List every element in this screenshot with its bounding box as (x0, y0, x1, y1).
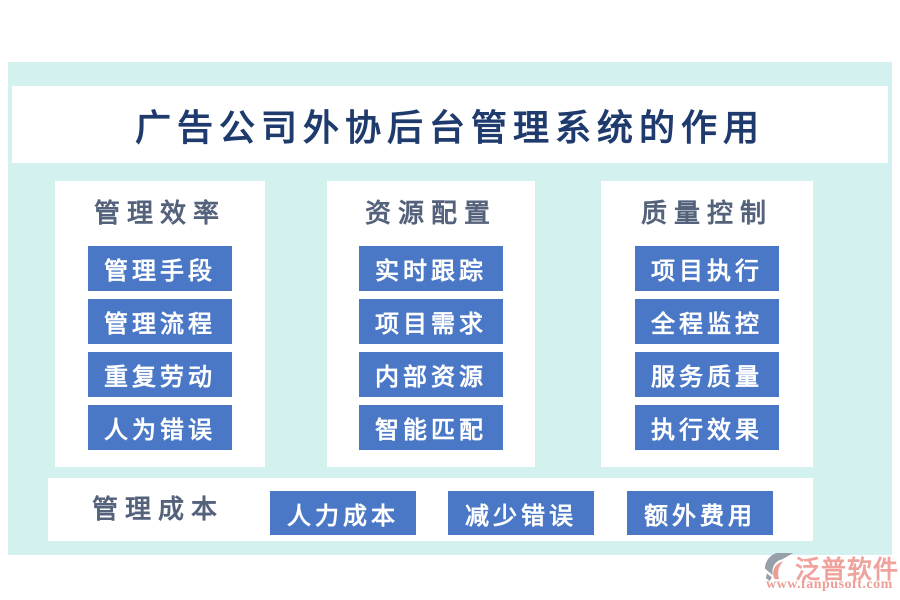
group-header-quality-control: 质量控制 (640, 199, 773, 228)
chip-intelligent-matching: 智能匹配 (359, 405, 503, 450)
panel-management-cost: 管理成本 人力成本 减少错误 额外费用 (48, 478, 813, 541)
chip-error-reduction: 减少错误 (448, 491, 594, 535)
page-title: 广告公司外协后台管理系统的作用 (134, 107, 765, 148)
fanpu-logo-icon (764, 552, 795, 583)
group-header-resource-allocation: 资源配置 (364, 199, 497, 228)
chip-management-process: 管理流程 (88, 299, 232, 344)
chip-project-execution: 项目执行 (635, 246, 779, 291)
chip-realtime-tracking: 实时跟踪 (359, 246, 503, 291)
chip-repetitive-labor: 重复劳动 (88, 352, 232, 397)
brand-url: www.fanpusoft.com (766, 577, 893, 592)
panel-quality-control: 质量控制 项目执行 全程监控 服务质量 执行效果 (601, 181, 813, 467)
chip-extra-expenses: 额外费用 (627, 491, 773, 535)
chip-labor-cost: 人力成本 (270, 491, 416, 535)
group-header-management-efficiency: 管理效率 (93, 199, 226, 228)
chip-management-methods: 管理手段 (88, 246, 232, 291)
chip-execution-results: 执行效果 (635, 405, 779, 450)
diagram-container: 广告公司外协后台管理系统的作用 管理效率 管理手段 管理流程 重复劳动 人为错误… (8, 62, 892, 555)
chip-whole-process-monitoring: 全程监控 (635, 299, 779, 344)
panel-resource-allocation: 资源配置 实时跟踪 项目需求 内部资源 智能匹配 (327, 181, 535, 467)
brand-footer: 泛普软件 www.fanpusoft.com (762, 548, 900, 600)
brand-name: 泛普软件 (795, 557, 900, 584)
chip-project-requirements: 项目需求 (359, 299, 503, 344)
group-header-management-cost: 管理成本 (92, 494, 225, 524)
panel-management-efficiency: 管理效率 管理手段 管理流程 重复劳动 人为错误 (55, 181, 265, 467)
chip-human-error: 人为错误 (88, 405, 232, 450)
chip-internal-resources: 内部资源 (359, 352, 503, 397)
title-bar: 广告公司外协后台管理系统的作用 (12, 86, 888, 163)
chip-service-quality: 服务质量 (635, 352, 779, 397)
